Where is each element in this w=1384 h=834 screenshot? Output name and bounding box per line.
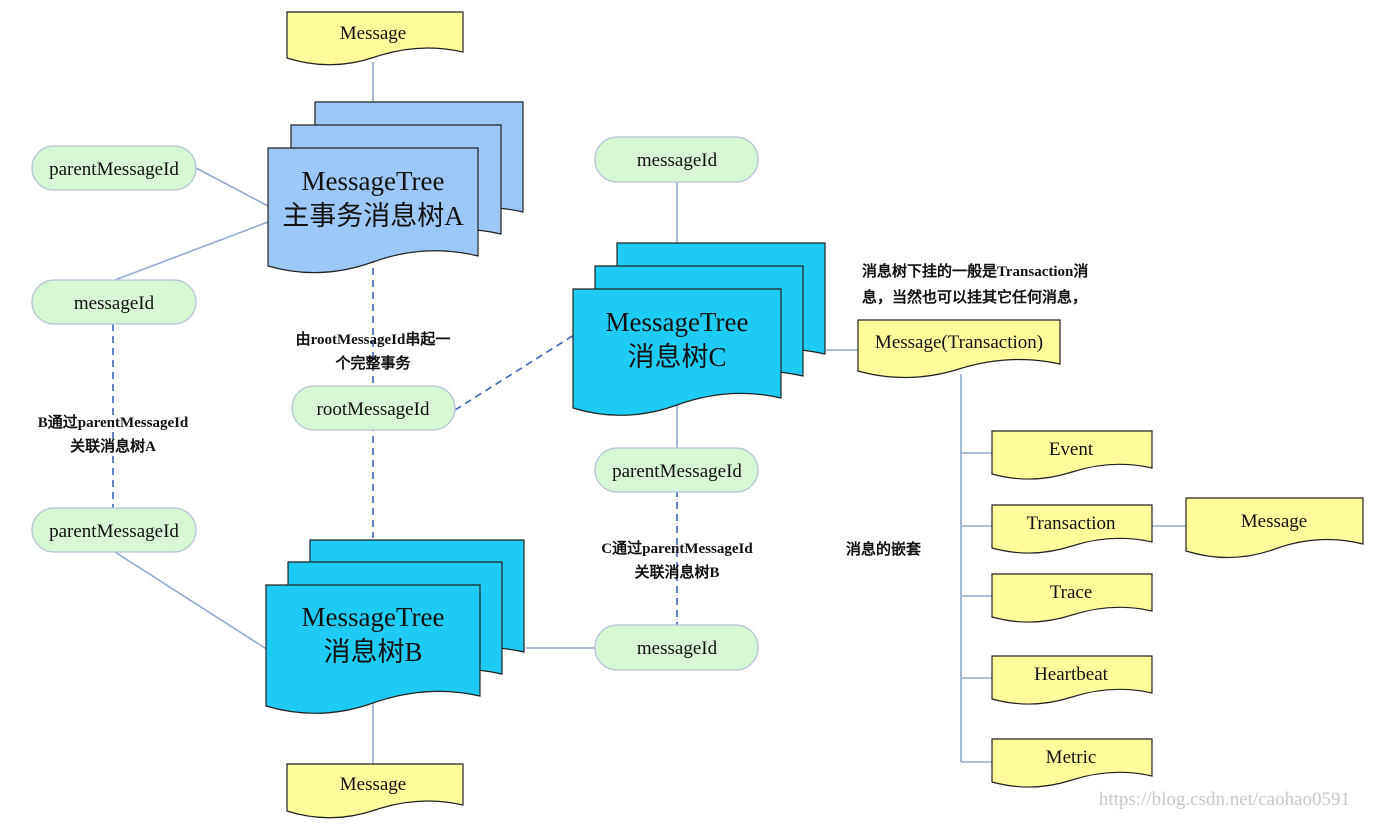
pill-b-parent-label: parentMessageId [49,521,179,542]
tree-c-subtitle: 消息树C [627,342,726,372]
pill-b-message-id: messageId [594,624,759,671]
note-transaction: 消息树下挂的一般是Transaction消 息，当然也可以挂其它任何消息， [862,262,1088,306]
pill-a-parent-message-id: parentMessageId [31,145,197,191]
note-b-links-a: B通过parentMessageId 关联消息树A [38,413,189,455]
message-bottom-label: Message [340,774,406,795]
child-label-transaction: Transaction [1026,513,1116,534]
child-message-transaction: Transaction [991,504,1153,554]
message-tree-c: MessageTree 消息树C [572,242,826,416]
pill-c-parent-message-id: parentMessageId [594,447,759,493]
note-b-links-a-line1: B通过parentMessageId [38,413,189,431]
child-label-event: Event [1049,439,1094,460]
note-root-line1: 由rootMessageId串起一 [296,330,451,348]
pill-c-parent-label: parentMessageId [612,461,742,482]
child-message-event: Event [991,430,1153,480]
child-label-metric: Metric [1046,747,1097,768]
pill-a-parent-label: parentMessageId [49,159,179,180]
note-c-links-b-line2: 关联消息树B [634,563,719,581]
note-root-line2: 个完整事务 [334,354,411,372]
pill-root-label: rootMessageId [317,399,430,420]
message-bottom: Message [286,763,464,819]
child-message-trace: Trace [991,573,1153,623]
tree-a-title: MessageTree [302,166,445,196]
tree-c-title: MessageTree [606,307,749,337]
connector-a-parent-to-tree-a [195,167,269,207]
tree-b-title: MessageTree [302,602,445,632]
pill-b-message-label: messageId [637,638,718,659]
note-c-links-b-line1: C通过parentMessageId [601,539,753,557]
pill-b-parent-message-id: parentMessageId [31,507,197,553]
pill-c-message-id: messageId [594,136,759,183]
pill-a-message-label: messageId [74,293,155,314]
message-transaction-main-label: Message(Transaction) [875,332,1043,353]
message-nested: Message [1185,497,1364,559]
tree-b-subtitle: 消息树B [323,637,422,667]
pill-a-message-id: messageId [31,279,197,325]
note-c-links-b: C通过parentMessageId 关联消息树B [601,539,753,581]
note-transaction-line2: 息，当然也可以挂其它任何消息， [862,288,1087,306]
child-message-metric: Metric [991,738,1153,788]
child-label-trace: Trace [1050,582,1093,603]
connector-a-message-to-tree-a [114,221,269,281]
note-transaction-line1: 消息树下挂的一般是Transaction消 [862,262,1088,280]
note-b-links-a-line2: 关联消息树A [70,437,156,455]
message-tree-a: MessageTree 主事务消息树A [267,101,524,274]
tree-a-subtitle: 主事务消息树A [282,201,464,231]
message-top: Message [286,11,464,66]
message-tree-b: MessageTree 消息树B [265,539,525,714]
message-top-label: Message [340,23,406,44]
pill-c-message-label: messageId [637,150,718,171]
note-root-message-id: 由rootMessageId串起一 个完整事务 [296,330,451,372]
message-nested-label: Message [1241,511,1307,532]
message-transaction-main: Message(Transaction) [857,319,1061,379]
pill-root-message-id: rootMessageId [291,385,456,431]
child-label-heartbeat: Heartbeat [1034,664,1109,685]
watermark: https://blog.csdn.net/caohao0591 [1099,789,1350,810]
note-nesting: 消息的嵌套 [846,540,922,558]
connectors [112,62,1186,764]
connector-root-to-tree-c-dashed [454,334,575,411]
child-message-heartbeat: Heartbeat [991,655,1153,705]
connector-b-parent-to-tree-b [114,551,269,651]
